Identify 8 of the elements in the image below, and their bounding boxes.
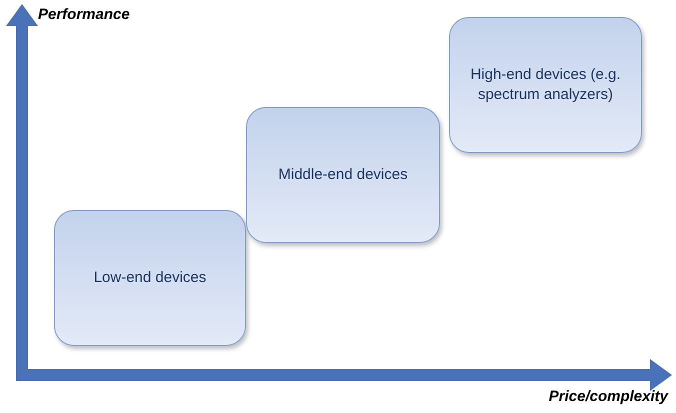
device-label: High-end devices (e.g. spectrum analyzers) [469,65,622,105]
device-box [246,107,440,243]
device-box [449,17,642,153]
horizontal-axis-title: Price/complexity [548,388,668,405]
device-label: Middle-end devices [278,165,408,185]
vertical-axis-title: Performance [38,6,130,23]
device-label: Low-end devices [94,268,206,288]
device-box [54,210,246,346]
